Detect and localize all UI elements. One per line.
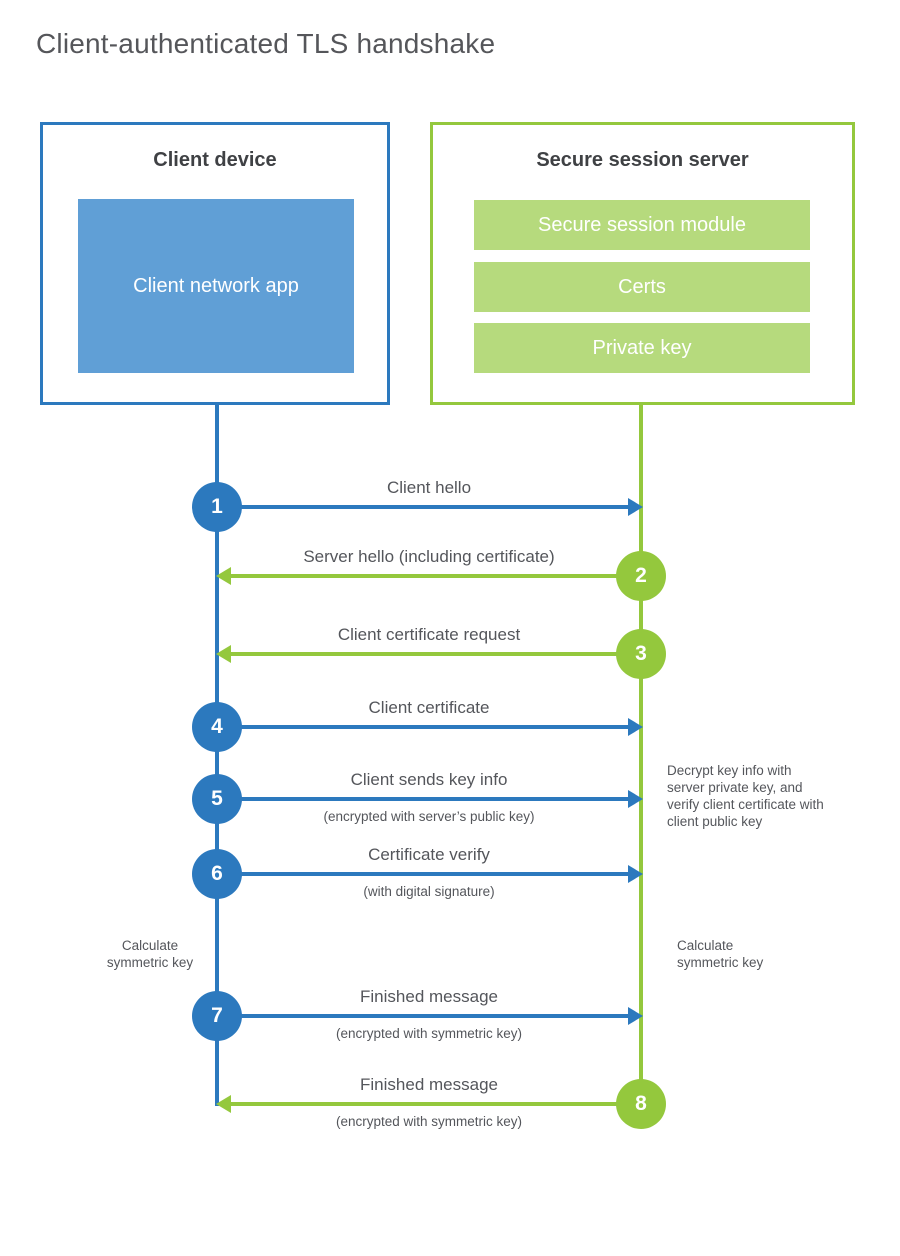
step-6-arrow-shaft — [217, 872, 628, 876]
step-7-arrow-shaft — [217, 1014, 628, 1018]
server-module-private-key: Private key — [474, 323, 810, 373]
step-3-label: Client certificate request — [337, 625, 521, 644]
step-4-arrow-shaft — [217, 725, 628, 729]
client-lifeline — [215, 404, 219, 1106]
step-4-arrowhead-right-icon — [628, 718, 643, 736]
client-network-app-label: Client network app — [133, 274, 299, 297]
server-module-certs: Certs — [474, 262, 810, 312]
client-device-box: Client device Client network app — [40, 122, 390, 405]
step-5-arrow-shaft — [217, 797, 628, 801]
step-3-arrow-shaft — [231, 652, 641, 656]
step-2-label: Server hello (including certificate) — [303, 547, 555, 566]
step-8-sublabel: (encrypted with symmetric key) — [335, 1114, 523, 1129]
step-6-badge: 6 — [192, 849, 242, 899]
step-7-sublabel: (encrypted with symmetric key) — [335, 1026, 523, 1041]
step-1-badge: 1 — [192, 482, 242, 532]
step-7-label: Finished message — [360, 987, 498, 1006]
step-3-arrowhead-left-icon — [216, 645, 231, 663]
step-3-badge: 3 — [616, 629, 666, 679]
step-6-sublabel: (with digital signature) — [363, 884, 495, 899]
client-network-app-box: Client network app — [78, 199, 354, 373]
decrypt-key-note: Decrypt key info with server private key… — [667, 763, 824, 829]
step-7-badge: 7 — [192, 991, 242, 1041]
step-5-badge: 5 — [192, 774, 242, 824]
server-title: Secure session server — [536, 149, 749, 171]
calculate-symmetric-key-right: Calculate symmetric key — [677, 938, 764, 970]
step-1-label: Client hello — [386, 478, 472, 497]
page-title: Client-authenticated TLS handshake — [36, 28, 496, 59]
step-1-arrow-shaft — [217, 505, 628, 509]
step-1-arrowhead-right-icon — [628, 498, 643, 516]
step-5-sublabel: (encrypted with server’s public key) — [323, 809, 535, 824]
step-8-badge: 8 — [616, 1079, 666, 1129]
step-2-badge: 2 — [616, 551, 666, 601]
step-7-arrowhead-right-icon — [628, 1007, 643, 1025]
server-module-secure-session: Secure session module — [474, 200, 810, 250]
step-2-arrowhead-left-icon — [216, 567, 231, 585]
server-lifeline — [639, 404, 643, 1106]
step-5-arrowhead-right-icon — [628, 790, 643, 808]
step-4-label: Client certificate — [368, 698, 490, 717]
client-device-title: Client device — [153, 149, 277, 171]
step-8-arrowhead-left-icon — [216, 1095, 231, 1113]
step-6-label: Certificate verify — [368, 845, 490, 864]
secure-session-server-box: Secure session server Secure session mod… — [430, 122, 855, 405]
step-6-arrowhead-right-icon — [628, 865, 643, 883]
step-8-arrow-shaft — [231, 1102, 641, 1106]
step-5-label: Client sends key info — [350, 770, 508, 789]
step-4-badge: 4 — [192, 702, 242, 752]
step-8-label: Finished message — [360, 1075, 498, 1094]
step-2-arrow-shaft — [231, 574, 641, 578]
calculate-symmetric-key-left: Calculate symmetric key — [106, 938, 194, 970]
